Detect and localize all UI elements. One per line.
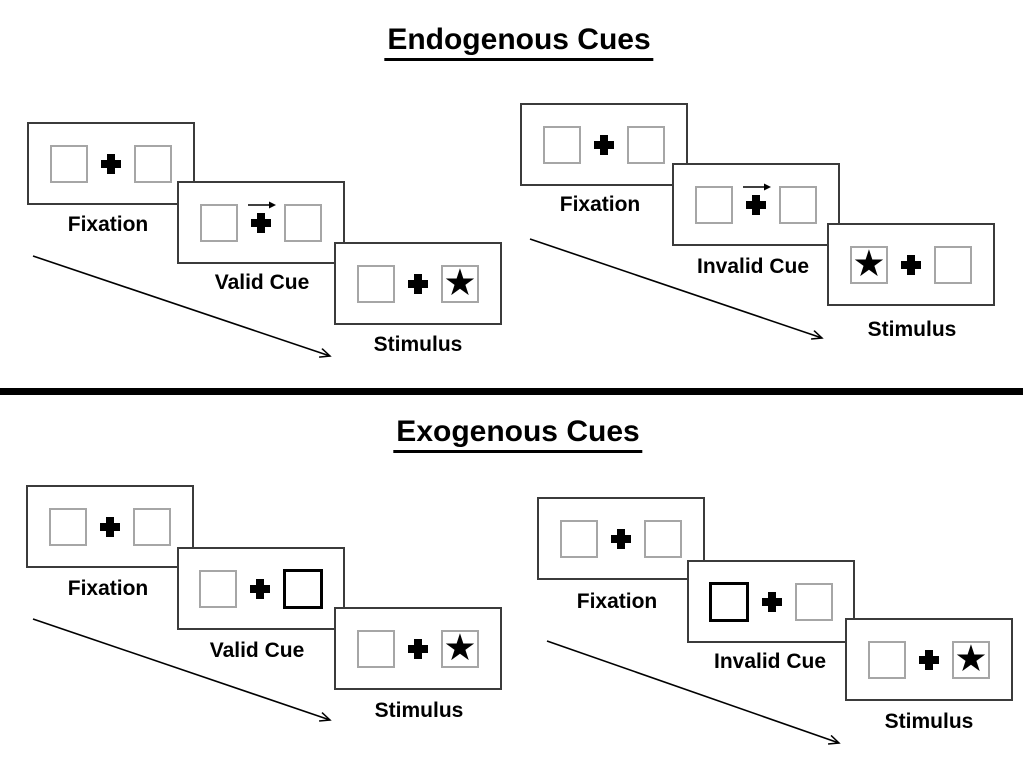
panel-label-invalid-cue: Invalid Cue — [713, 650, 827, 673]
placeholder-box-left — [868, 640, 906, 679]
fixation-cross-icon — [919, 649, 939, 670]
panel-stimulus: ★ — [334, 242, 502, 325]
fixation-cross-icon — [248, 201, 276, 233]
section-divider — [0, 388, 1023, 395]
placeholder-box-left — [200, 203, 238, 242]
panel-label-fixation: Fixation — [67, 213, 149, 236]
panel-fixation — [537, 497, 705, 580]
panel-valid-cue — [177, 181, 345, 264]
panel-stimulus: ★ — [334, 607, 502, 690]
panel-fixation — [26, 485, 194, 568]
placeholder-box-right — [134, 144, 172, 183]
panel-fixation — [520, 103, 688, 186]
placeholder-box-right — [284, 203, 322, 242]
placeholder-box-left — [560, 519, 598, 558]
time-arrow-exogenous-valid — [32, 618, 330, 720]
placeholder-box-right — [779, 185, 817, 224]
time-arrow-endogenous-invalid — [529, 238, 822, 338]
placeholder-box-left — [543, 125, 581, 164]
fixation-cross-icon — [743, 183, 771, 215]
fixation-cross-icon — [100, 516, 120, 537]
target-box-right: ★ — [952, 637, 990, 679]
target-box-right: ★ — [441, 626, 479, 668]
peripheral-cue-box-left — [709, 581, 749, 622]
placeholder-box-left — [199, 569, 237, 608]
fixation-cross-icon — [611, 528, 631, 549]
section-title-exogenous: Exogenous Cues — [393, 416, 643, 453]
panel-label-stimulus: Stimulus — [373, 333, 463, 356]
panel-label-valid-cue: Valid Cue — [209, 639, 305, 662]
placeholder-box-right — [934, 245, 972, 284]
fixation-cross-icon — [901, 254, 921, 275]
star-icon: ★ — [443, 626, 477, 668]
peripheral-cue-box-right — [283, 568, 323, 609]
placeholder-box-left — [50, 144, 88, 183]
panel-label-stimulus: Stimulus — [374, 699, 464, 722]
placeholder-box-left — [49, 507, 87, 546]
section-title-endogenous: Endogenous Cues — [384, 24, 654, 61]
panel-label-fixation: Fixation — [559, 193, 641, 216]
panel-valid-cue — [177, 547, 345, 630]
panel-label-stimulus: Stimulus — [884, 710, 974, 733]
placeholder-box-left — [695, 185, 733, 224]
central-cue-right-arrow-icon — [743, 183, 771, 190]
target-box-left: ★ — [850, 242, 888, 284]
placeholder-box-right — [133, 507, 171, 546]
target-box-right: ★ — [441, 261, 479, 303]
panel-stimulus: ★ — [845, 618, 1013, 701]
panel-label-invalid-cue: Invalid Cue — [696, 255, 810, 278]
panel-label-fixation: Fixation — [67, 577, 149, 600]
star-icon: ★ — [852, 242, 886, 284]
panel-label-stimulus: Stimulus — [867, 318, 957, 341]
panel-invalid-cue — [687, 560, 855, 643]
panel-fixation — [27, 122, 195, 205]
fixation-cross-icon — [762, 591, 782, 612]
placeholder-box-right — [795, 582, 833, 621]
central-cue-right-arrow-icon — [248, 201, 276, 208]
panel-stimulus: ★ — [827, 223, 995, 306]
fixation-cross-icon — [101, 153, 121, 174]
fixation-cross-icon — [408, 273, 428, 294]
fixation-cross-icon — [250, 578, 270, 599]
star-icon: ★ — [954, 637, 988, 679]
placeholder-box-right — [627, 125, 665, 164]
placeholder-box-right — [644, 519, 682, 558]
panel-label-valid-cue: Valid Cue — [214, 271, 310, 294]
placeholder-box-left — [357, 264, 395, 303]
star-icon: ★ — [443, 261, 477, 303]
panel-label-fixation: Fixation — [576, 590, 658, 613]
placeholder-box-left — [357, 629, 395, 668]
fixation-cross-icon — [594, 134, 614, 155]
fixation-cross-icon — [408, 638, 428, 659]
panel-invalid-cue — [672, 163, 840, 246]
